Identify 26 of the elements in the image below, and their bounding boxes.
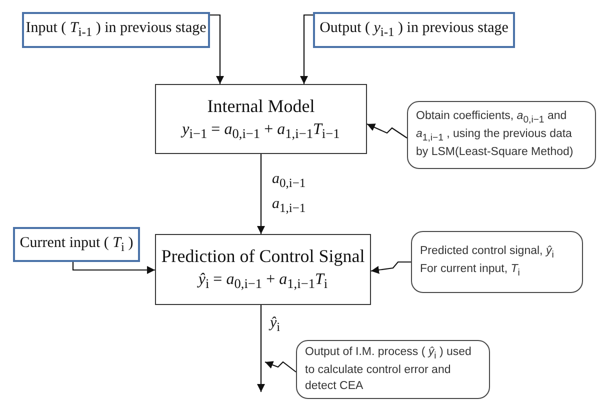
callout-box (296, 340, 490, 399)
callout-box (411, 231, 583, 293)
callout-text: Obtain coefficients, a$_{0,i−1}$ and a$_{1,i−1}$ , using the previous data by LSM(Least-Square Method) (416, 109, 574, 160)
input-box (22, 12, 210, 48)
formula: y$_{i−1}$ = a$_{0,i−1}$ + a$_{1,i−1}$T$_{i−1}$ (182, 120, 340, 142)
callout-box (407, 101, 596, 169)
leader-line (370, 261, 411, 274)
input-box (313, 12, 515, 48)
input-label: Current input ( T$_{i}$ ) (20, 234, 134, 254)
arrow (257, 154, 265, 234)
leader-line (264, 361, 296, 372)
arrow (257, 305, 265, 392)
input-label: Input ( T$_{i-1}$ ) in previous stage (26, 20, 206, 40)
callout-text: Output of I.M. process ( ŷ$_{i}$ ) used to calculate control error and detect CEA (305, 344, 472, 394)
input-label: Output ( y$_{i-1}$ ) in previous stage (320, 20, 508, 40)
callout-text: Predicted control signal, ŷ$_{i}$ For current input, T$_{i}$ (420, 244, 555, 280)
leader-line (366, 124, 408, 138)
process-box (155, 84, 367, 154)
formula: ŷ$_{i}$ = a$_{0,i−1}$ + a$_{1,i−1}$T$_{i}$ (198, 271, 328, 293)
input-box (13, 227, 140, 262)
arrow (72, 262, 155, 274)
process-title: Prediction of Control Signal (161, 246, 365, 268)
process-box (155, 234, 371, 305)
arrow (210, 14, 224, 84)
process-title: Internal Model (207, 96, 315, 117)
arrow (300, 14, 313, 84)
